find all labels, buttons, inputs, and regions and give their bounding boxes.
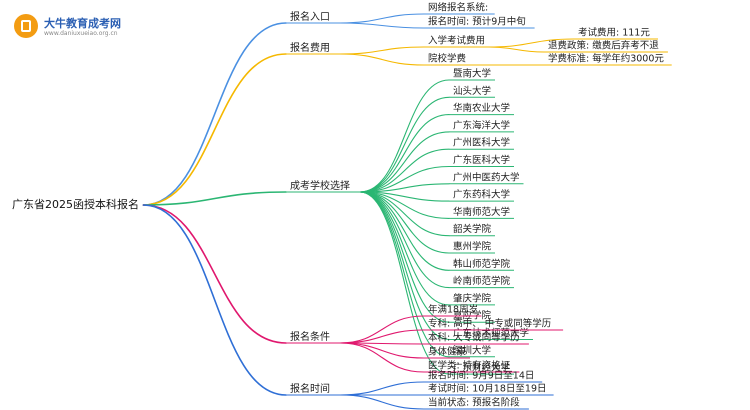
branch-connector (142, 191, 287, 206)
leaf-label: 肇庆学院 (453, 292, 492, 304)
leaf-label: 汕头大学 (453, 85, 491, 97)
leaf-label: 当前状态: 预报名阶段 (428, 397, 520, 409)
branch-label: 报名条件 (290, 330, 330, 343)
leaf-label: 广东海洋大学 (453, 119, 510, 131)
branch-label: 报名入口 (290, 10, 330, 23)
leaf-connector (359, 183, 450, 193)
leaf-label: 考试时间: 10月18日至19日 (428, 383, 547, 395)
leaf-connector (359, 79, 450, 193)
subleaf-label: 学费标准: 每学年约3000元 (548, 53, 664, 65)
leaf-label: 医学类: 持有资格证 (428, 360, 511, 372)
leaf-label: 深圳大学 (453, 344, 491, 356)
leaf-connector (339, 342, 425, 359)
branch-connector (142, 53, 287, 206)
leaf-connector (339, 22, 425, 29)
branch-connector (142, 22, 287, 206)
leaf-label: 网络报名系统: (428, 2, 488, 14)
subleaf-label: 考试费用: 111元 (578, 27, 650, 39)
leaf-label: 岭南师范学院 (453, 275, 511, 287)
leaf-label: 专科: 高中、 中专或同等学历 (428, 318, 551, 330)
leaf-label: 本科: 大专或同等学历 (428, 332, 520, 344)
branch-connector (142, 204, 287, 344)
leaf-connector (339, 13, 425, 24)
branch-connector (142, 204, 287, 396)
site-logo: 大牛教育成考网 www.daniuxueiao.org.cn (14, 14, 134, 44)
leaf-label: 韶关学院 (453, 223, 492, 235)
leaf-connector (359, 191, 450, 375)
leaf-label: 院校学费 (428, 53, 466, 65)
leaf-connector (339, 381, 425, 396)
leaf-label: 韩山师范学院 (453, 258, 511, 270)
leaf-label: 广东财经大学 (453, 362, 510, 374)
leaf-label: 年满18周岁 (428, 304, 478, 316)
leaf-connector (339, 46, 425, 55)
leaf-label: 入学考试费用 (428, 35, 485, 47)
leaf-connector (359, 191, 450, 341)
leaf-label: 广州医科大学 (453, 137, 510, 149)
logo-title: 大牛教育成考网 (44, 17, 121, 30)
leaf-label: 报名时间: 9月9日至14日 (428, 370, 534, 382)
leaf-connector (359, 114, 450, 193)
leaf-label: 报名时间: 预计9月中旬 (428, 16, 526, 28)
branch-label: 报名费用 (290, 41, 330, 54)
root-topic: 广东省2025函授本科报名 (12, 197, 139, 211)
leaf-connector (359, 131, 450, 193)
leaf-connector (359, 96, 450, 193)
leaf-label: 华南农业大学 (453, 102, 510, 114)
leaf-connector (359, 191, 450, 323)
leaf-connector (339, 329, 425, 344)
subleaf-connector (488, 38, 575, 48)
leaf-connector (359, 191, 450, 358)
logo-url: www.daniuxueiao.org.cn (44, 30, 118, 37)
subleaf-label: 退费政策: 缴费后弃考不退 (548, 40, 659, 52)
leaf-connector (339, 315, 425, 344)
leaf-connector (359, 191, 450, 306)
branch-label: 成考学校选择 (290, 179, 350, 192)
leaf-label: 惠州学院 (453, 241, 492, 253)
leaf-connector (339, 394, 425, 410)
leaf-connector (359, 148, 450, 193)
leaf-label: 广州中医药大学 (453, 171, 520, 183)
leaf-label: 广东药科大学 (453, 189, 510, 201)
leaf-label: 广东医科大学 (453, 154, 510, 166)
leaf-label: 华南师范大学 (453, 206, 510, 218)
branch-label: 报名时间 (290, 382, 330, 395)
leaf-connector (339, 342, 425, 373)
book-icon (14, 14, 38, 38)
leaf-label: 身体健康 (428, 346, 467, 358)
leaf-connector (339, 53, 425, 66)
leaf-label: 暨南大学 (453, 68, 491, 80)
subleaf-connector (488, 46, 545, 53)
